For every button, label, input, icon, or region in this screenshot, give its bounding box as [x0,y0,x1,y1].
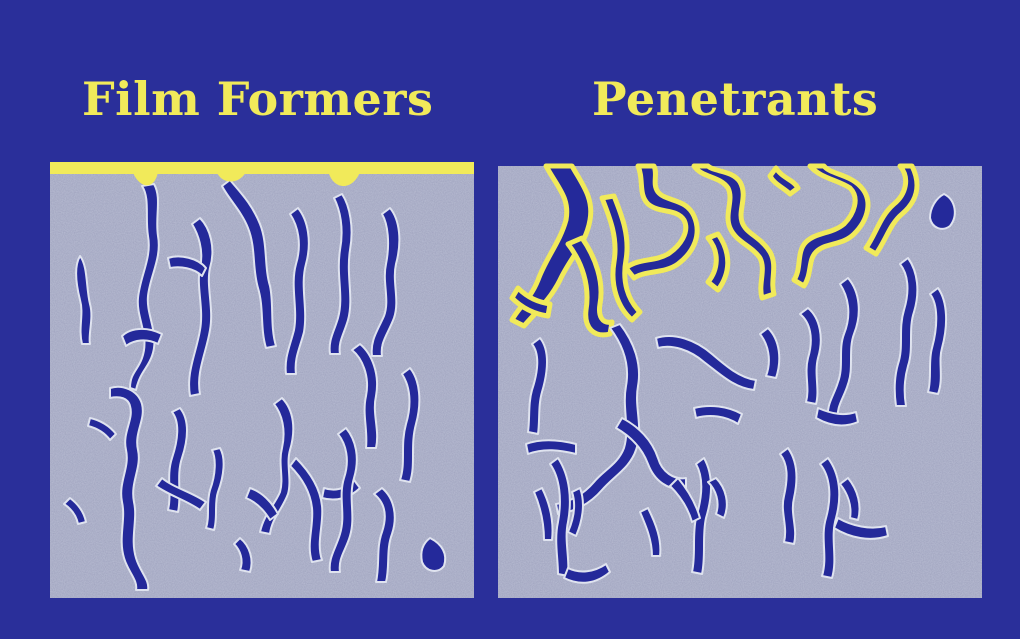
penetrants-panel [498,158,982,598]
penetrants-title: Penetrants [592,72,878,126]
film-formers-panel [50,158,474,598]
film-layer [50,162,474,174]
film-formers-title: Film Formers [82,72,433,126]
